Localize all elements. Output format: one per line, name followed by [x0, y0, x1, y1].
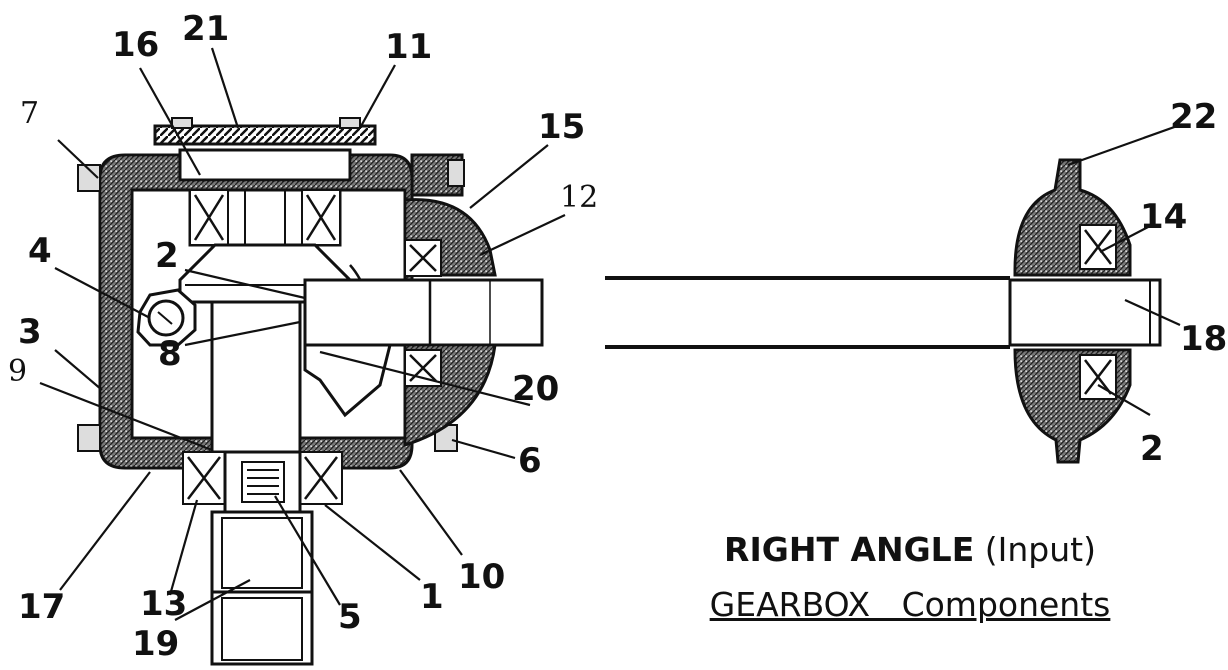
label-1: 1 [420, 577, 444, 617]
label-11: 11 [385, 27, 432, 67]
caption-line-2: GEARBOX Components [709, 585, 1111, 624]
output-shaft-end [1008, 278, 1162, 347]
end-housing [1013, 158, 1132, 464]
label-18: 18 [1180, 319, 1227, 359]
top-cover-plate [153, 124, 377, 146]
label-3: 3 [18, 312, 42, 352]
top-bearing [178, 148, 352, 247]
caption-bold: RIGHT ANGLE [724, 530, 975, 569]
label-5: 5 [338, 597, 362, 637]
label-21: 21 [182, 9, 229, 49]
label-2-right: 2 [1140, 429, 1164, 469]
label-6: 6 [518, 441, 542, 481]
filler-plug [136, 288, 197, 347]
caption-regular: (Input) [974, 530, 1096, 569]
label-20: 20 [512, 369, 559, 409]
label-14: 14 [1140, 197, 1187, 237]
label-2-left: 2 [155, 236, 179, 276]
label-9: 9 [8, 354, 27, 389]
gearbox-housing [77, 153, 465, 470]
input-shaft-left [303, 278, 544, 347]
label-4: 4 [28, 231, 52, 271]
label-13: 13 [140, 584, 187, 624]
pinion-gear [303, 343, 392, 418]
label-15: 15 [538, 107, 585, 147]
label-17: 17 [18, 587, 65, 627]
label-12: 12 [560, 180, 598, 215]
label-22: 22 [1170, 97, 1217, 137]
label-7: 7 [20, 96, 39, 131]
vertical-shaft [210, 300, 302, 454]
output-shaft [210, 510, 314, 666]
label-8: 8 [158, 334, 182, 374]
input-bearings [404, 239, 442, 387]
leader-lines [39, 47, 1181, 621]
label-19: 19 [132, 624, 179, 664]
label-16: 16 [112, 25, 159, 65]
bottom-bearing [182, 450, 343, 514]
label-10: 10 [458, 557, 505, 597]
caption-line-1: RIGHT ANGLE (Input) [650, 530, 1170, 569]
